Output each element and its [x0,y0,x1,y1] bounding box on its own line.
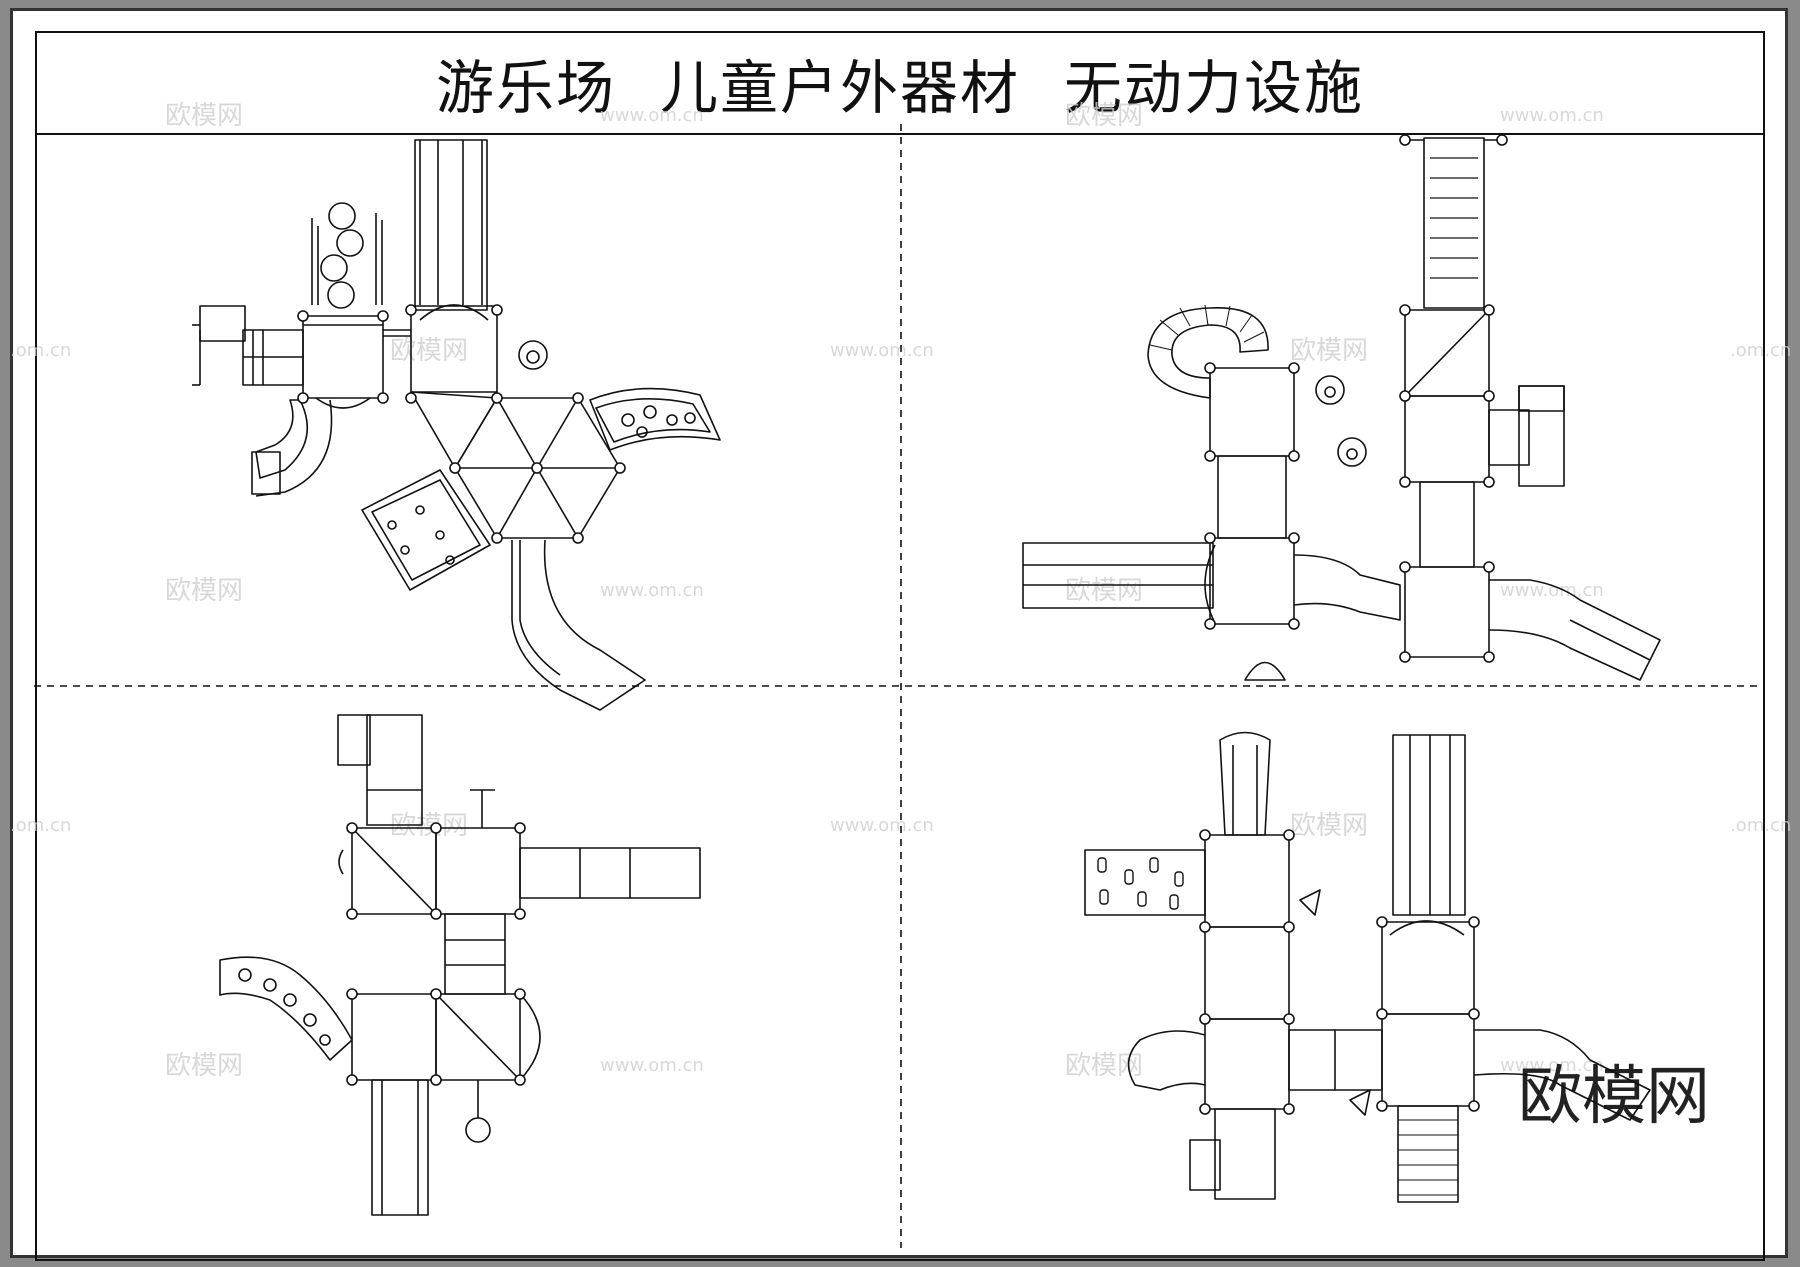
playground-plan-top-right [1022,134,1661,681]
title-part-playground: 游乐场 [435,54,616,122]
title-part-non-powered: 无动力设施 [1064,54,1365,122]
playground-plan-top-left [192,139,721,711]
playground-plan-bottom-left [219,714,701,1216]
drawing-sheet: 游乐场 儿童户外器材 无动力设施 [10,8,1788,1261]
drawing-frame: 游乐场 儿童户外器材 无动力设施 [35,31,1765,1261]
page-title: 游乐场 儿童户外器材 无动力设施 [37,33,1763,135]
title-part-outdoor-equipment: 儿童户外器材 [659,54,1020,122]
playground-plan-bottom-right [1084,731,1651,1203]
